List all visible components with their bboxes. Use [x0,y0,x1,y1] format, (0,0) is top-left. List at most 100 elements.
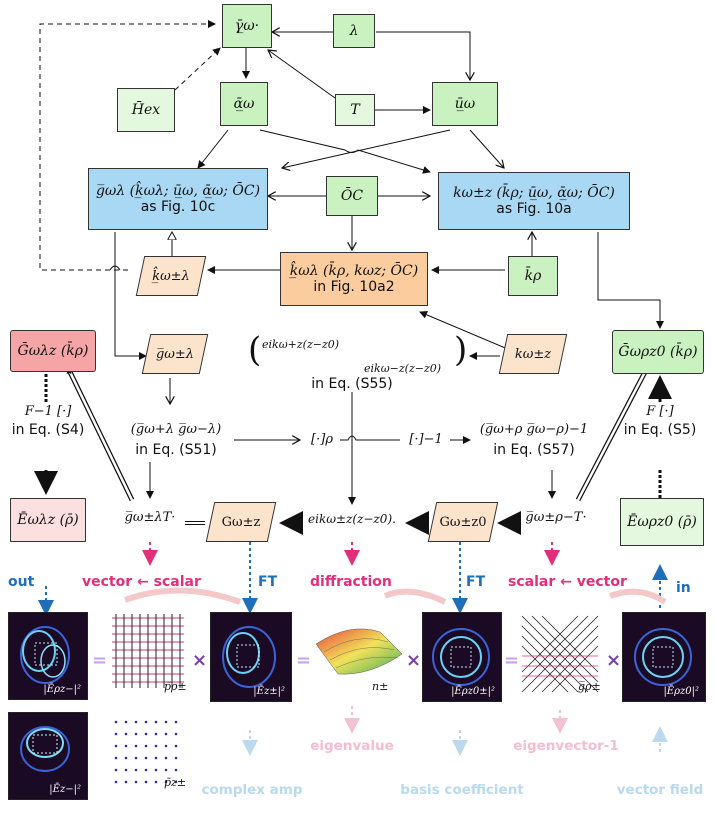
f-op: F [·] [646,404,674,419]
khat-center-expr: k̲̂ωλ (k̄ρ, kωz; ŌC) [289,262,419,279]
lambda-label: λ [349,22,359,39]
hex-node: H̄ex [117,88,175,132]
g-lambda-top-ref: as Fig. 10c [140,199,216,215]
vector-field-label: vector field [616,782,704,798]
vector-grid-2 [114,720,178,784]
field-label-4: |Ēρz0|² [663,686,699,697]
f-ref: in Eq. (S5) [623,422,697,438]
ft-left-label: FT [258,574,278,590]
khat-center-box: k̲̂ωλ (k̄ρ, kωz; ŌC) in Fig. 10a2 [280,252,428,306]
gz-label: Gω±z [221,514,261,530]
vector-grid-1 [112,614,184,688]
exp-diag: eikω±z(z−z0). [308,512,396,526]
complex-amp-label: complex amp [201,782,303,798]
times-sign-3: × [606,650,622,671]
khat-center-ref: in Fig. 10a2 [313,279,395,295]
field-image-out-2: |Ēz−|² [8,712,88,800]
field-pattern-1 [20,626,70,684]
field-image-out-1: |Ēρz−|² [8,612,88,700]
eigenvalue-label: eigenvalue [310,738,394,754]
g-lambda-top-box: g̅ωλ (k̲̂ωλ; ū̲ω, ᾱ̲ω; ŌC) as Fig. 10c [88,168,268,230]
gamma-node: γ̲̄ω· [222,4,272,48]
g-lambda-mid-node: g̅ω±λ [141,334,209,374]
equals-sign-1: = [92,650,108,671]
u-node: ū̲ω [432,82,498,126]
e-lambda-z-label: Ēωλz (ρ̄) [17,511,79,528]
field-image-coeff: |Ēρz0±|² [422,612,502,702]
oc-label: ŌC [340,187,364,204]
field-pattern-2 [20,726,70,772]
times-sign-1: × [192,650,208,671]
oc-node: ŌC [326,176,378,216]
ft-right-label: FT [466,574,486,590]
times-sign-2: × [406,650,422,671]
p-rho-label: p̄ρ± [164,680,187,693]
field-image-mid: |Ēz±|² [210,612,292,702]
kz-top-box: kω±z (k̄ρ; ū̲ω, ᾱ̲ω; ŌC) as Fig. 10a [438,172,630,230]
finv-op: F−1 [·] [24,404,72,419]
field-pattern-3 [222,626,276,688]
g-lambda-mid-label: g̅ω±λ [155,346,195,362]
basis-coeff-label: basis coefficient [400,782,524,798]
scalar-vector-label: scalar ← vector [508,574,627,590]
gz-node: Gω±z [205,502,277,542]
eigenvector-label: eigenvector-1 [513,738,619,754]
equals-sign-3: = [504,650,520,671]
equals-sign-2: = [296,650,312,671]
e-lambda-z-box: Ēωλz (ρ̄) [10,498,86,542]
in-label: in [676,580,691,596]
bracket-inv: [·]−1 [409,432,443,447]
field-label-2: |Ēz±|² [253,686,285,697]
alpha-label: ᾱ̲ω [233,95,255,112]
g-rho-label: g̅ρ± [578,680,601,693]
kz-top-ref: as Fig. 10a [496,201,572,217]
alpha-node: ᾱ̲ω [220,82,268,126]
vector-scalar-label: vector ← scalar [82,574,201,590]
field-label-1: |Ēρz−|² [43,684,81,695]
exp-block-ref: in Eq. (S55) [311,376,393,392]
g-rho-pair: (g̅ω+ρ g̅ω−ρ)−1 [479,422,589,437]
exp-top: eikω+z(z−z0) [262,338,340,351]
g-lambda-z-box: Ḡωλz (k̄ρ) [10,330,96,372]
t-node: T [335,94,375,126]
krho-label: k̄ρ [524,267,542,284]
e-rho-z0-box: Ēωρz0 (ρ̄) [620,498,704,546]
eigenvector-grid [521,615,599,693]
gamma-label: γ̲̄ω· [234,17,260,34]
g-rho-z0-label: Ḡωρz0 (k̄ρ) [618,343,698,360]
eigenvalue-surface [315,628,403,675]
hex-label: H̄ex [131,101,161,118]
exp-bottom: eikω−z(z−z0) [364,362,442,375]
bracket-rho: [·]ρ [311,432,333,447]
g-lambda-t: g̅ω±λT· [124,510,176,525]
kz-mid-node: kω±z [498,334,568,374]
field-image-in: |Ēρz0|² [622,612,706,702]
e-rho-z0-label: Ēωρz0 (ρ̄) [627,513,697,530]
gz0-label: Gω±z0 [439,514,487,530]
field-label-5: |Ēz−|² [49,784,81,795]
kz-mid-label: kω±z [514,346,552,362]
g-lambda-top-expr: g̅ωλ (k̲̂ωλ; ū̲ω, ᾱ̲ω; ŌC) [95,182,261,199]
n-label: n± [372,680,389,693]
g-pair-ref: in Eq. (S51) [135,442,217,458]
field-label-3: |Ēρz0±|² [451,686,495,697]
khat-lambda-node: k̲̂ω±λ [135,256,207,296]
g-pair: (g̅ω+λ g̅ω−λ) [130,422,222,437]
g-rho-z0-box: Ḡωρz0 (k̄ρ) [612,330,704,374]
paren-right: ) [454,330,468,370]
g-rho-pair-ref: in Eq. (S57) [493,442,575,458]
gz0-node: Gω±z0 [427,502,499,542]
g-lambda-z-label: Ḡωλz (k̄ρ) [17,342,89,359]
khat-lambda-label: k̲̂ω±λ [152,268,190,284]
lambda-node: λ [333,14,375,48]
paren-left: ( [248,330,262,370]
u-label: ū̲ω [454,95,476,112]
kz-top-expr: kω±z (k̄ρ; ū̲ω, ᾱ̲ω; ŌC) [453,184,615,201]
field-pattern-5 [634,628,692,686]
krho-node: k̄ρ [508,256,558,296]
field-pattern-4 [432,628,490,686]
p-z-label: p̄z± [164,776,187,789]
g-rho-t: g̅ω±ρ−T· [525,510,587,525]
